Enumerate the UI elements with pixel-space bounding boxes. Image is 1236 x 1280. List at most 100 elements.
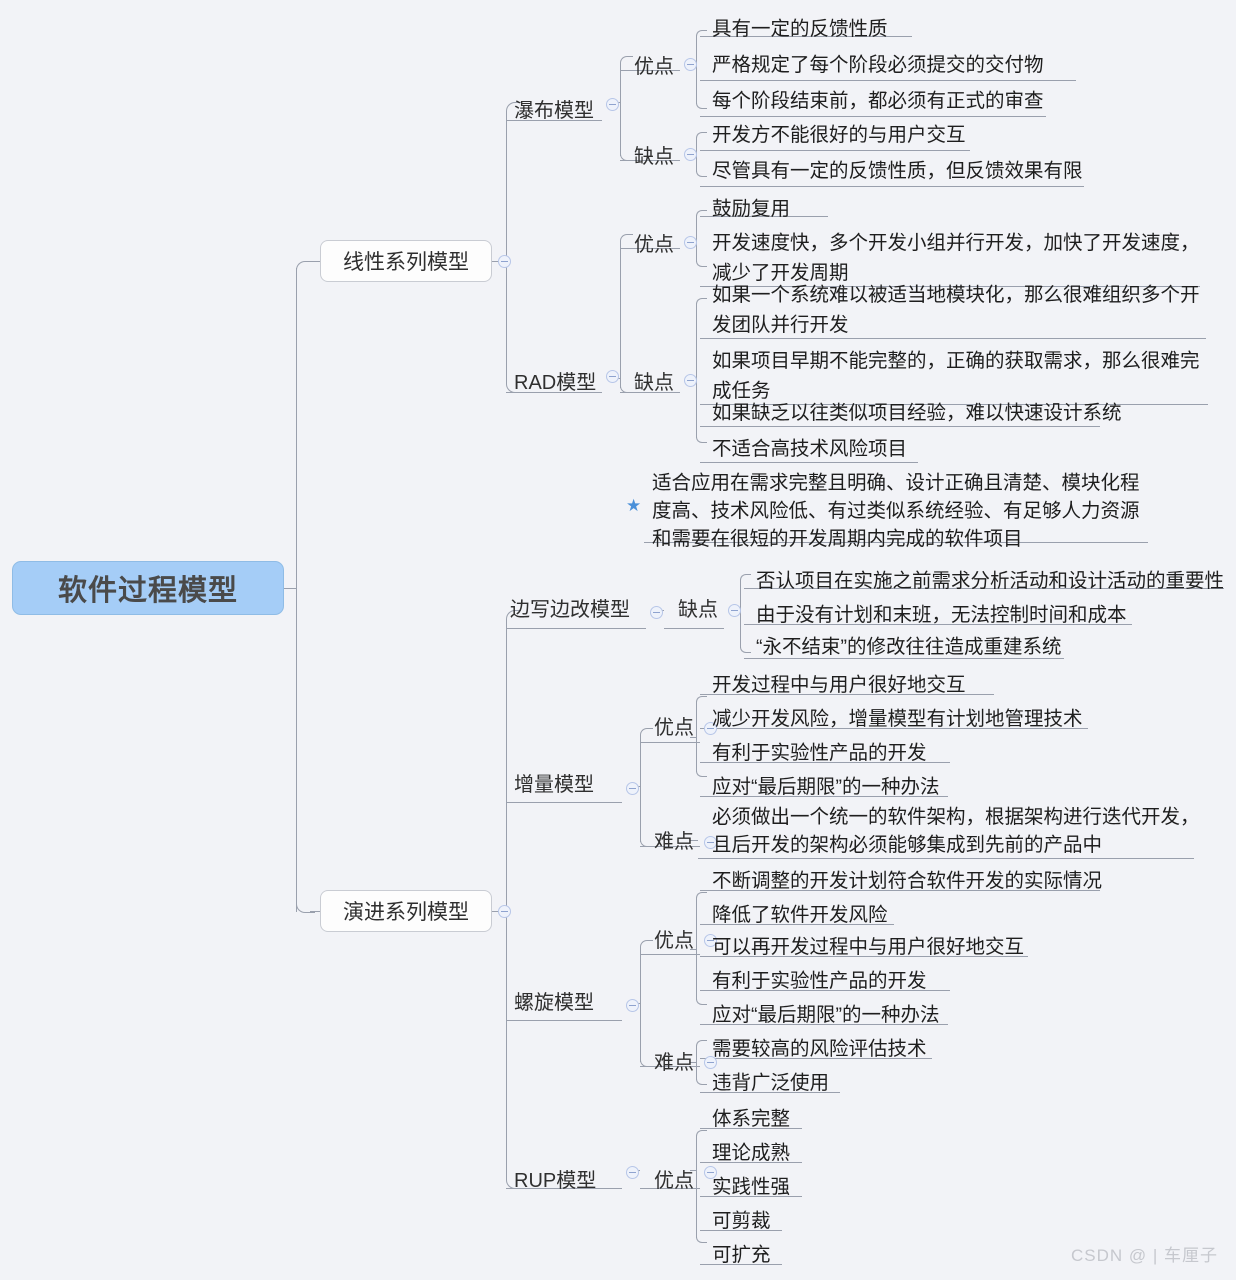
leaf-p5[interactable]: 应对“最后期限”的一种办法 (712, 1004, 940, 1026)
leaf-u1[interactable]: 体系完整 (712, 1108, 791, 1130)
leaf-i4[interactable]: 应对“最后期限”的一种办法 (712, 776, 940, 798)
underline-p2 (700, 924, 894, 925)
node-linear-series-model[interactable]: 线性系列模型 (320, 240, 492, 282)
connector-elbow-wf-cons (620, 146, 633, 161)
connector-elbow-wfpros-1 (696, 30, 707, 43)
leaf-i3[interactable]: 有利于实验性产品的开发 (712, 742, 927, 764)
collapse-icon-inc-hard[interactable] (704, 836, 717, 849)
connector-elbow-radcons-1 (696, 298, 707, 311)
leaf-r5[interactable]: 如果缺乏以往类似项目经验，难以快速设计系统 (712, 402, 1122, 424)
leaf-w1[interactable]: 具有一定的反馈性质 (712, 18, 888, 40)
underline-w4 (700, 150, 970, 151)
connector-elbow-spiral-pros (640, 940, 653, 955)
collapse-icon-inc-pros[interactable] (704, 722, 717, 735)
leaf-b3[interactable]: “永不结束”的修改往往造成重建系统 (756, 636, 1062, 658)
collapse-icon-spiral-pros[interactable] (704, 934, 717, 947)
collapse-icon-rup-pros[interactable] (704, 1166, 717, 1179)
node-code-and-fix-model[interactable]: 边写边改模型 (510, 599, 630, 621)
leaf-r2-line1[interactable]: 开发速度快，多个开发小组并行开发，加快了开发速度， (712, 232, 1200, 254)
leaf-p6[interactable]: 需要较高的风险评估技术 (712, 1038, 927, 1060)
collapse-icon-rup[interactable] (626, 1166, 639, 1179)
underline-p4 (700, 990, 950, 991)
root-node[interactable]: 软件过程模型 (12, 561, 284, 615)
leaf-i2[interactable]: 减少开发风险，增量模型有计划地管理技术 (712, 708, 1083, 730)
underline-u4 (700, 1230, 782, 1231)
collapse-icon-code-and-fix[interactable] (650, 606, 663, 619)
collapse-icon-incremental[interactable] (626, 782, 639, 795)
leaf-p7[interactable]: 违背广泛使用 (712, 1072, 830, 1094)
connector-spiralpros-spine (696, 900, 697, 1000)
leaf-w3[interactable]: 每个阶段结束前，都必须有正式的审查 (712, 90, 1044, 112)
collapse-icon-rad[interactable] (606, 370, 619, 383)
connector-incpros-out (690, 737, 696, 738)
leaf-u2[interactable]: 理论成熟 (712, 1142, 791, 1164)
node-incremental-model[interactable]: 增量模型 (514, 774, 594, 796)
group-code-and-fix-cons[interactable]: 缺点 (678, 599, 718, 621)
leaf-w2[interactable]: 严格规定了每个阶段必须提交的交付物 (712, 54, 1044, 76)
connector-waterfall-spine (620, 66, 621, 156)
connector-elbow-radpros-2 (696, 254, 707, 267)
node-rad-model[interactable]: RAD模型 (514, 372, 597, 394)
leaf-i5-line2[interactable]: 且后开发的架构必须能够集成到先前的产品中 (712, 834, 1103, 856)
collapse-icon-evolution[interactable] (498, 905, 511, 918)
leaf-i1[interactable]: 开发过程中与用户很好地交互 (712, 674, 966, 696)
leaf-r3-line1[interactable]: 如果一个系统难以被适当地模块化，那么很难组织多个开 (712, 284, 1200, 306)
connector-elbow-cafcons-3 (740, 640, 751, 653)
group-waterfall-pros[interactable]: 优点 (634, 56, 674, 78)
connector-elbow-rad-cons (620, 378, 633, 393)
group-rad-pros[interactable]: 优点 (634, 234, 674, 256)
collapse-icon-waterfall-cons[interactable] (684, 148, 697, 161)
collapse-icon-waterfall-pros[interactable] (684, 58, 697, 71)
group-waterfall-cons[interactable]: 缺点 (634, 146, 674, 168)
connector-elbow-spiralhard-2 (696, 1072, 707, 1085)
underline-waterfall (506, 120, 602, 121)
leaf-p2[interactable]: 降低了软件开发风险 (712, 904, 888, 926)
connector-elbow-radcons-4 (696, 430, 707, 443)
collapse-icon-spiral-hard[interactable] (704, 1056, 717, 1069)
leaf-r4-line1[interactable]: 如果项目早期不能完整的，正确的获取需求，那么很难完 (712, 350, 1200, 372)
leaf-r3-line2[interactable]: 发团队并行开发 (712, 314, 849, 336)
connector-inc-spine (640, 738, 641, 842)
collapse-icon-rad-cons[interactable] (684, 374, 697, 387)
collapse-icon-caf-cons[interactable] (728, 604, 741, 617)
leaf-r1[interactable]: 鼓励复用 (712, 198, 791, 220)
collapse-icon-spiral[interactable] (626, 999, 639, 1012)
group-spiral-hard[interactable]: 难点 (654, 1052, 694, 1074)
leaf-p3[interactable]: 可以再开发过程中与用户很好地交互 (712, 936, 1025, 958)
collapse-icon-waterfall[interactable] (606, 98, 619, 111)
node-spiral-model[interactable]: 螺旋模型 (514, 992, 594, 1014)
group-rad-cons[interactable]: 缺点 (634, 372, 674, 394)
collapse-icon-rad-pros[interactable] (684, 236, 697, 249)
group-incremental-pros[interactable]: 优点 (654, 717, 694, 739)
leaf-i5-line1[interactable]: 必须做出一个统一的软件架构，根据架构进行迭代开发， (712, 806, 1200, 828)
star-icon: ★ (626, 496, 642, 515)
connector-radcons-spine (696, 306, 697, 438)
connector-elbow-spiralpros-5 (696, 992, 707, 1005)
underline-r3 (700, 338, 1206, 339)
group-spiral-pros[interactable]: 优点 (654, 930, 694, 952)
leaf-u4[interactable]: 可剪裁 (712, 1210, 771, 1232)
leaf-p4[interactable]: 有利于实验性产品的开发 (712, 970, 927, 992)
leaf-r6[interactable]: 不适合高技术风险项目 (712, 438, 908, 460)
leaf-starred-line2[interactable]: 度高、技术风险低、有过类似系统经验、有足够人力资源 (652, 500, 1140, 522)
leaf-w5[interactable]: 尽管具有一定的反馈性质，但反馈效果有限 (712, 160, 1083, 182)
node-waterfall-model[interactable]: 瀑布模型 (514, 100, 594, 122)
leaf-b1[interactable]: 否认项目在实施之前需求分析活动和设计活动的重要性 (756, 570, 1225, 592)
node-evolution-series-model[interactable]: 演进系列模型 (320, 890, 492, 932)
connector-elbow-wfpros-3 (696, 96, 707, 109)
collapse-icon-linear[interactable] (498, 255, 511, 268)
node-rup-model[interactable]: RUP模型 (514, 1170, 597, 1192)
leaf-starred-line3[interactable]: 和需要在很短的开发周期内完成的软件项目 (652, 528, 1023, 550)
group-incremental-hard[interactable]: 难点 (654, 831, 694, 853)
leaf-starred-line1[interactable]: 适合应用在需求完整且明确、设计正确且清楚、模块化程 (652, 472, 1140, 494)
leaf-p1[interactable]: 不断调整的开发计划符合软件开发的实际情况 (712, 870, 1103, 892)
connector-elbow-cafcons-1 (740, 574, 751, 587)
leaf-r4-line2[interactable]: 成任务 (712, 380, 771, 402)
leaf-r2-line2[interactable]: 减少了开发周期 (712, 262, 849, 284)
group-rup-pros[interactable]: 优点 (654, 1170, 694, 1192)
leaf-u5[interactable]: 可扩充 (712, 1244, 771, 1266)
watermark: CSDN @ | 车厘子 (1070, 1246, 1218, 1265)
leaf-w4[interactable]: 开发方不能很好的与用户交互 (712, 124, 966, 146)
leaf-b2[interactable]: 由于没有计划和末班，无法控制时间和成本 (756, 604, 1127, 626)
leaf-u3[interactable]: 实践性强 (712, 1176, 791, 1198)
